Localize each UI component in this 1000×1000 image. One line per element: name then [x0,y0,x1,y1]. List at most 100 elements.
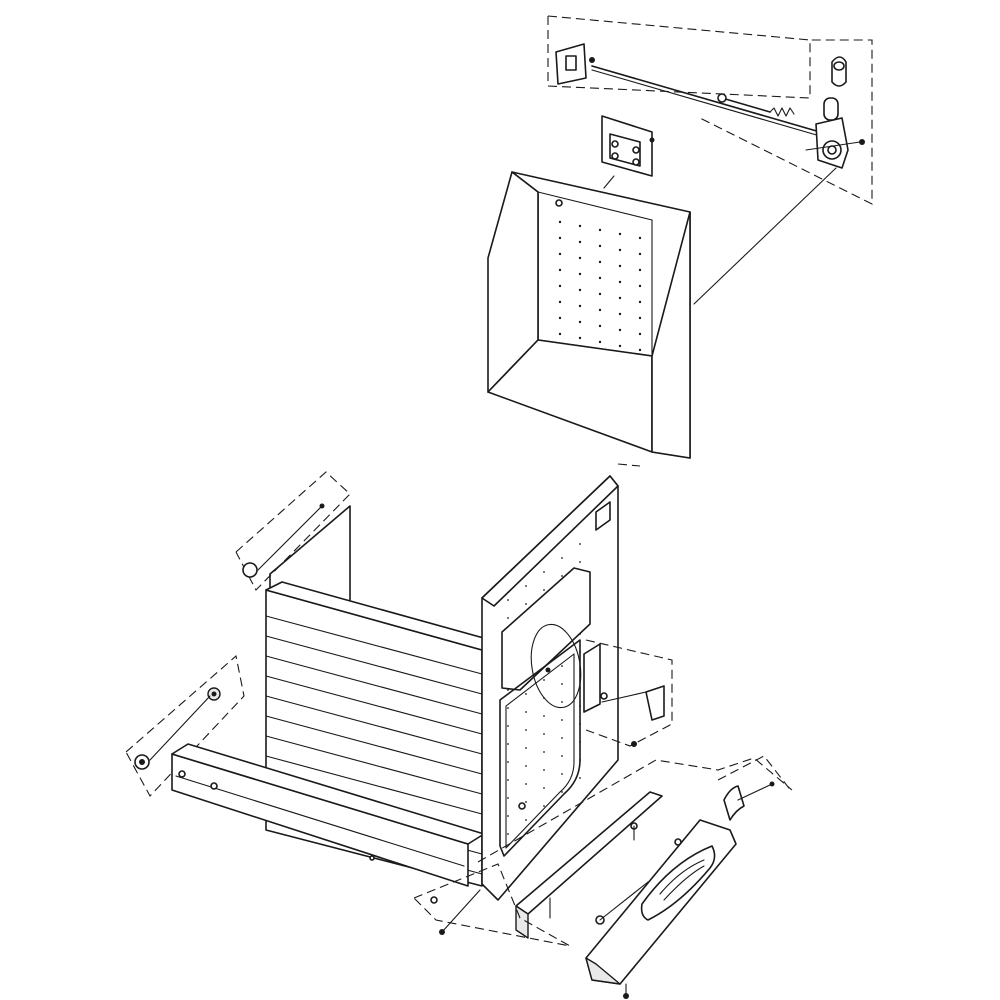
liner-hole [578,288,582,292]
door-dot [561,557,563,559]
door-dot [507,689,509,691]
door-dot [561,737,563,739]
door-dot [507,779,509,781]
door-dot [525,603,527,605]
liner-hole [618,280,622,284]
liner-hole [558,236,562,240]
liner-hole [558,220,562,224]
kick-plate [585,819,737,999]
liner-back-panel [487,171,691,459]
door-dot [507,761,509,763]
door-hinge-clip [585,639,673,747]
door-dot [507,707,509,709]
liner-hole [598,276,602,280]
latch-knob [831,56,847,87]
door-dot [543,715,545,717]
trim-bracket-group [413,741,793,947]
liner-hole [618,248,622,252]
liner-hole [558,316,562,320]
frame-rib [265,755,483,815]
door-dot [543,787,545,789]
door-dot [543,679,545,681]
frame-rib [265,655,483,715]
liner-hole [558,332,562,336]
door-dot [543,805,545,807]
door-dot [507,617,509,619]
liner-hole [598,228,602,232]
door-dot [507,797,509,799]
liner-hole [618,344,622,348]
liner-hole [638,332,642,336]
cabinet-frame [265,505,499,887]
frame-rib [265,715,483,775]
door-dot [561,773,563,775]
door-dot [507,725,509,727]
liner-hole [598,244,602,248]
liner-hole [598,308,602,312]
liner-hole [638,236,642,240]
liner-hole [578,320,582,324]
door-dot [525,783,527,785]
liner-hole [618,232,622,236]
liner-hole [558,252,562,256]
liner-hole [578,224,582,228]
liner-hole [618,264,622,268]
frame-rib [265,735,483,795]
liner-hole [598,260,602,264]
liner-hole [618,328,622,332]
lower-screw-group [125,654,245,797]
door-dot [525,729,527,731]
liner-hole [618,312,622,316]
door-dot [543,751,545,753]
door-dot [543,769,545,771]
door-dot [561,755,563,757]
liner-hole [578,336,582,340]
liner-hole-grid [558,220,642,352]
latch-rod [591,65,821,133]
door-dot [507,833,509,835]
liner-hole [598,340,602,344]
door-dot [561,665,563,667]
liner-hole [638,284,642,288]
frame-rib [265,615,483,675]
liner-hole [638,300,642,304]
liner-hole [578,304,582,308]
door-dot [561,791,563,793]
door-dot [507,815,509,817]
latch-assembly [805,97,865,169]
frame-rib [265,675,483,735]
frame-rib [265,635,483,695]
door-dot [525,585,527,587]
liner-hole [578,240,582,244]
liner-hole [638,316,642,320]
door-dot [525,765,527,767]
liner-hole [558,268,562,272]
liner-hole [598,324,602,328]
hinge-bracket [601,115,655,189]
liner-hole [638,348,642,352]
liner-hole [598,292,602,296]
latch-group-outline [547,16,873,205]
door-dot [525,819,527,821]
door-dot [579,561,581,563]
liner-hole [638,252,642,256]
door-dot [579,777,581,779]
door-dot [561,575,563,577]
door-panel [481,475,619,901]
latch-spring [717,93,795,117]
door-gasket [499,639,581,857]
bumper-nut [242,562,258,578]
toe-grille [640,845,716,921]
door-dot [507,743,509,745]
liner-hole [578,256,582,260]
liner-hole [578,272,582,276]
liner-hole [558,300,562,304]
door-dot [561,701,563,703]
liner-hole [638,268,642,272]
liner-hole [558,284,562,288]
door-dot [543,733,545,735]
door-dot [561,683,563,685]
door-dot [525,693,527,695]
door-dot [579,543,581,545]
